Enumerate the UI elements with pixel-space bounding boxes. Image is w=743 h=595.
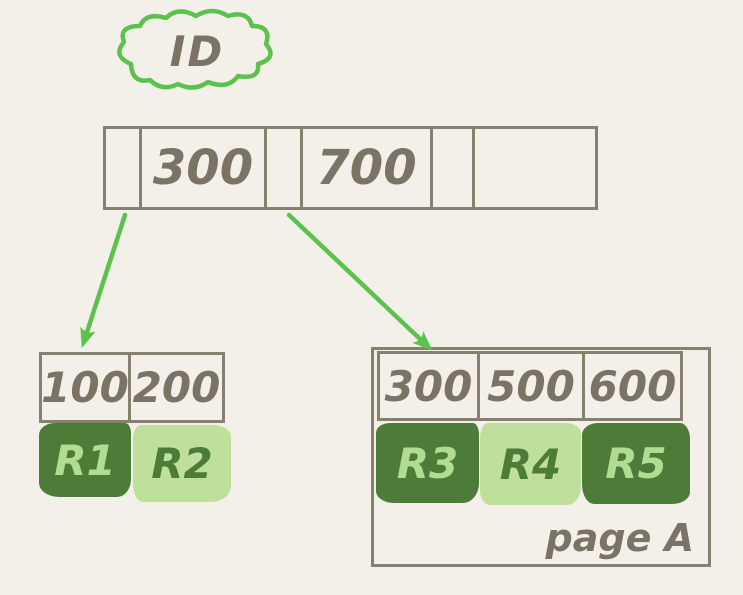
root-key-cell-300: 300	[142, 129, 267, 207]
root-pointer-cell-3	[433, 129, 475, 207]
right-leaf-key-500: 500	[480, 354, 585, 418]
record-r4: R4	[480, 423, 581, 505]
record-r5: R5	[582, 423, 690, 504]
record-r2: R2	[133, 425, 231, 502]
root-empty-cell	[475, 129, 595, 207]
page-a-box: page A	[371, 347, 711, 567]
record-r1: R1	[39, 423, 131, 497]
pointer-arrow-left	[80, 212, 128, 349]
root-node: 300 700	[103, 126, 598, 210]
index-name-label: ID	[169, 26, 225, 76]
right-leaf-key-300: 300	[380, 354, 480, 418]
pointer-arrow-right	[286, 212, 433, 351]
left-leaf-key-100: 100	[41, 355, 131, 420]
right-leaf-key-600: 600	[588, 361, 677, 411]
left-leaf-node: 100 200	[39, 352, 225, 423]
root-pointer-cell-2	[267, 129, 303, 207]
right-leaf-records: R3 R4 R5	[376, 423, 690, 505]
record-r3: R3	[376, 423, 479, 503]
right-leaf-node: 300 500 600	[377, 351, 683, 421]
page-a-label: page A	[545, 516, 694, 560]
root-pointer-cell-1	[106, 129, 142, 207]
left-leaf-key-200: 200	[132, 363, 221, 412]
left-leaf-records: R1 R2	[39, 423, 231, 502]
root-key-cell-700: 700	[303, 129, 433, 207]
